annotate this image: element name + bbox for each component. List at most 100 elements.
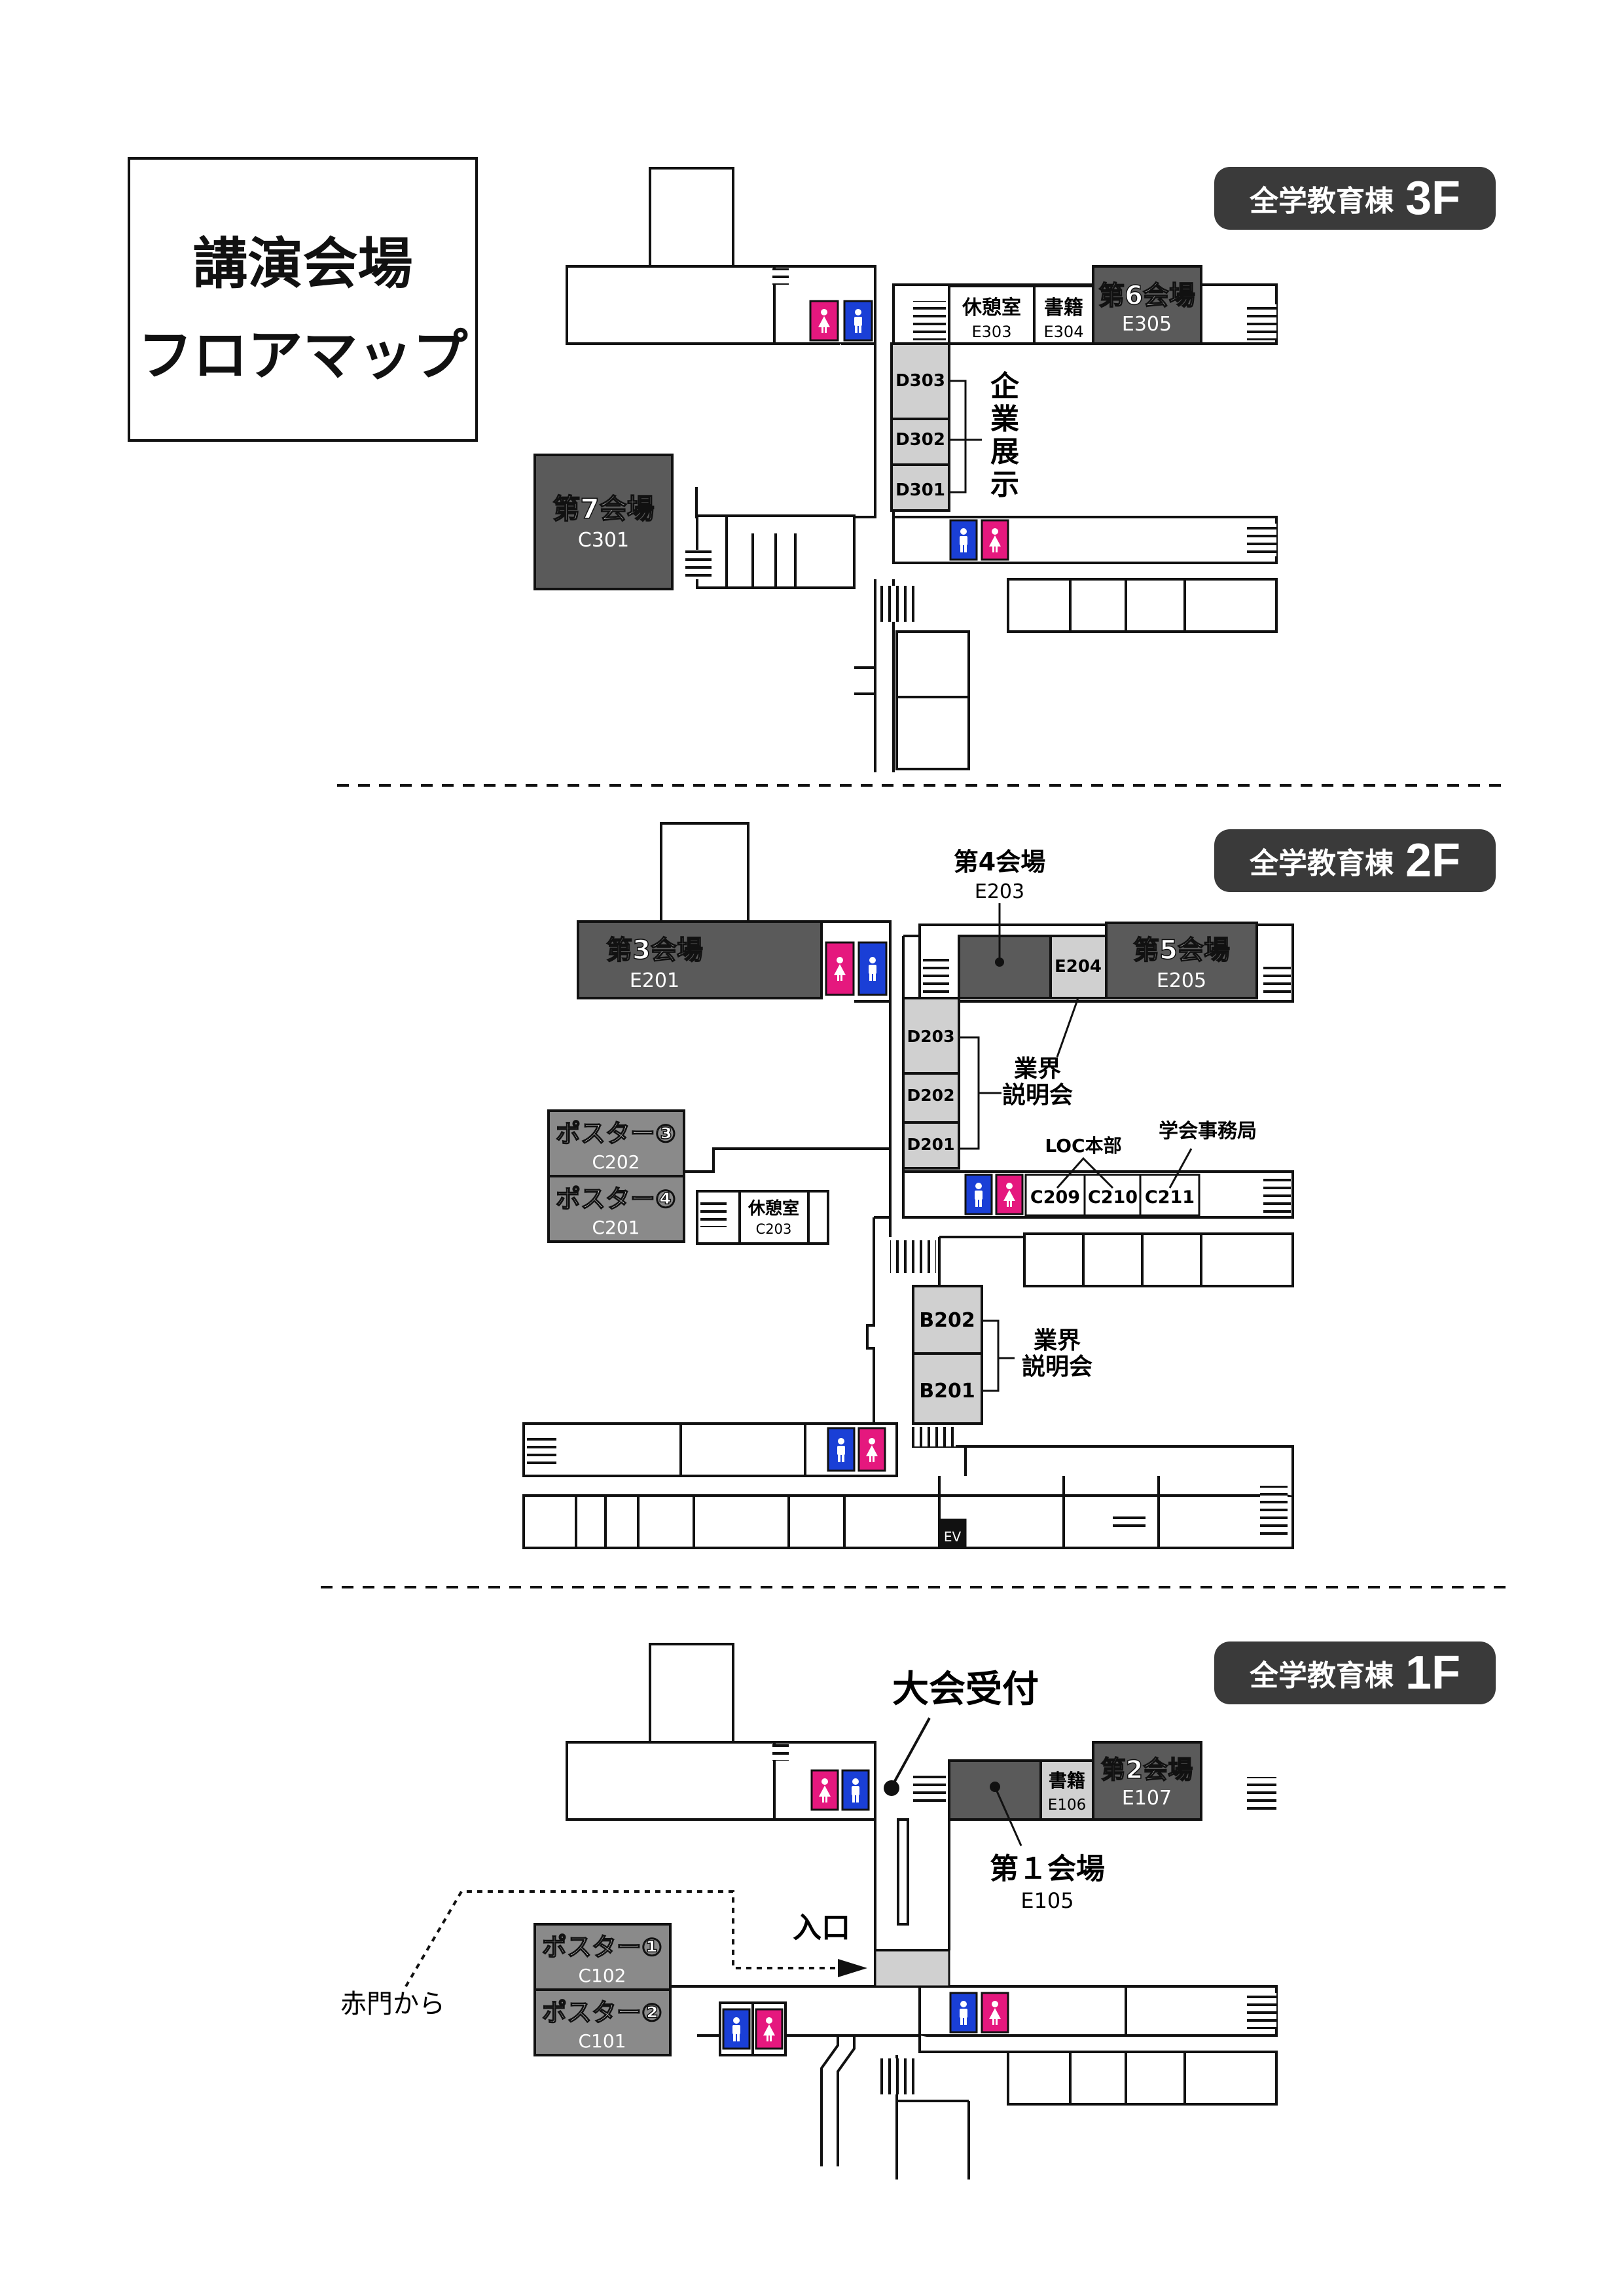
stairs-2f-e (700, 1198, 727, 1227)
exhibit-char-4: 示 (990, 468, 1019, 501)
room-e304-number: E304 (1044, 323, 1084, 341)
room-e305 (1092, 265, 1202, 345)
room-e304-name: 書籍 (1044, 296, 1083, 319)
elevator (938, 1518, 967, 1549)
room-e303-number: E303 (972, 323, 1012, 341)
room-e303 (948, 285, 1036, 345)
stairs-2f-j (1113, 1512, 1146, 1532)
stairs-1f-c (1247, 1777, 1276, 1813)
e204-pointer (1056, 997, 1079, 1058)
room-b201: B201 (919, 1380, 975, 1403)
room-e305-number: E305 (1122, 313, 1172, 336)
room-e201-number: E201 (630, 969, 679, 992)
restroom-female-2f-b (995, 1174, 1024, 1215)
restroom-female-1f-c (755, 2008, 784, 2050)
entrance-area (874, 1949, 950, 1988)
hall1-label: 第１会場 (990, 1852, 1105, 1886)
room-c301 (533, 454, 674, 590)
route-arrow-head (838, 1959, 867, 1977)
room-c209 (1024, 1174, 1086, 1217)
room-e205-number: E205 (1157, 969, 1206, 992)
stairs-1f-e (877, 2058, 916, 2094)
map-title-line2: フロアマップ (137, 323, 468, 387)
hall3-label: 第3会場 (606, 935, 703, 965)
room-e106-number: E106 (1048, 1797, 1086, 1814)
stairs-1f-a (772, 1744, 789, 1761)
industry-label-2f-a-line1: 業界 (1014, 1056, 1061, 1083)
loc-label: LOC本部 (1045, 1135, 1121, 1157)
room-c201 (547, 1175, 685, 1243)
route-from-gate (405, 1890, 838, 1988)
stairs-3f-f (877, 586, 916, 622)
hall4-label: 第4会場 (954, 848, 1045, 876)
stairs-2f-c (1263, 962, 1291, 998)
industry-block-2f-a (902, 997, 960, 1170)
hall2-label: 第2会場 (1101, 1755, 1193, 1784)
stairs-2f-h (527, 1433, 556, 1469)
floor-badge-3f: 全学教育棟 3F (1214, 167, 1496, 230)
floor-number-2f: 2F (1405, 834, 1461, 887)
room-c201-number: C201 (592, 1217, 640, 1238)
elevator-label: EV (944, 1529, 962, 1545)
room-e203-label: E203 (975, 880, 1024, 903)
room-e205 (1105, 922, 1258, 999)
poster4-label: ポスター④ (556, 1185, 676, 1213)
map-title-line1: 講演会場 (192, 232, 413, 296)
entrance-label: 入口 (793, 1911, 850, 1945)
reception-label: 大会受付 (892, 1668, 1039, 1711)
room-e203 (958, 935, 1052, 999)
stairs-2f-f (890, 1240, 936, 1273)
hall1-pointer-line (994, 1786, 1022, 1846)
room-c101 (533, 1988, 672, 2056)
room-c202-number: C202 (592, 1151, 640, 1173)
industry-bracket-2f-b (982, 1319, 1015, 1392)
building-name-1f: 全学教育棟 (1249, 1659, 1394, 1693)
floor-number-3f: 3F (1405, 172, 1461, 224)
loc-pointer (1056, 1157, 1114, 1189)
stairs-2f-g (913, 1427, 956, 1446)
building-name-2f: 全学教育棟 (1249, 847, 1394, 880)
exhibit-char-3: 展 (990, 435, 1019, 469)
floor-badge-1f: 全学教育棟 1F (1214, 1641, 1496, 1704)
industry-label-2f-b-line1: 業界 (1034, 1327, 1081, 1354)
hall6-label: 第6会場 (1098, 281, 1195, 311)
stairs-3f-a (772, 268, 789, 285)
industry-bracket-2f-a (959, 1036, 1001, 1150)
office-label: 学会事務局 (1159, 1120, 1257, 1143)
exhibit-char-1: 企 (990, 370, 1020, 403)
from-gate-label: 赤門から (340, 1989, 445, 2019)
hall5-label: 第5会場 (1133, 935, 1230, 965)
industry-label-2f-a-line2: 説明会 (1002, 1082, 1073, 1109)
exhibit-block-3f (890, 342, 950, 512)
poster1-label: ポスター① (542, 1933, 662, 1962)
room-e106-name: 書籍 (1049, 1770, 1085, 1791)
room-b202: B202 (919, 1309, 975, 1332)
hall4-pointer-dot (995, 958, 1004, 967)
stairs-3f-b (913, 301, 946, 340)
room-c102-number: C102 (579, 1965, 626, 1986)
floor-number-1f: 1F (1405, 1647, 1461, 1699)
stairs-3f-d (1247, 524, 1276, 556)
floor-badge-2f: 全学教育棟 2F (1214, 829, 1496, 892)
room-c203-number: C203 (756, 1221, 792, 1237)
room-e105-label: E105 (1020, 1888, 1074, 1913)
exhibit-bracket-3f (949, 380, 982, 493)
room-d201: D201 (907, 1135, 955, 1154)
room-d203: D203 (907, 1027, 955, 1046)
room-c203 (738, 1190, 810, 1245)
room-d202: D202 (907, 1086, 955, 1105)
room-e201 (577, 920, 823, 999)
industry-label-2f-b-line2: 説明会 (1022, 1354, 1092, 1380)
reception-pointer-dot (884, 1780, 899, 1796)
poster2-label: ポスター② (542, 1998, 662, 2027)
room-c209-number: C209 (1030, 1187, 1080, 1208)
hall7-label: 第7会場 (552, 493, 654, 525)
room-c203-name: 休憩室 (748, 1198, 799, 1219)
stairs-2f-b (923, 959, 949, 995)
building-name-3f: 全学教育棟 (1249, 185, 1394, 218)
stairs-2f-d (1263, 1178, 1291, 1214)
stairs-1f-b (913, 1770, 946, 1806)
room-c211 (1139, 1174, 1200, 1217)
room-c210 (1083, 1174, 1142, 1217)
map-title-box: 講演会場 フロアマップ (128, 157, 478, 442)
